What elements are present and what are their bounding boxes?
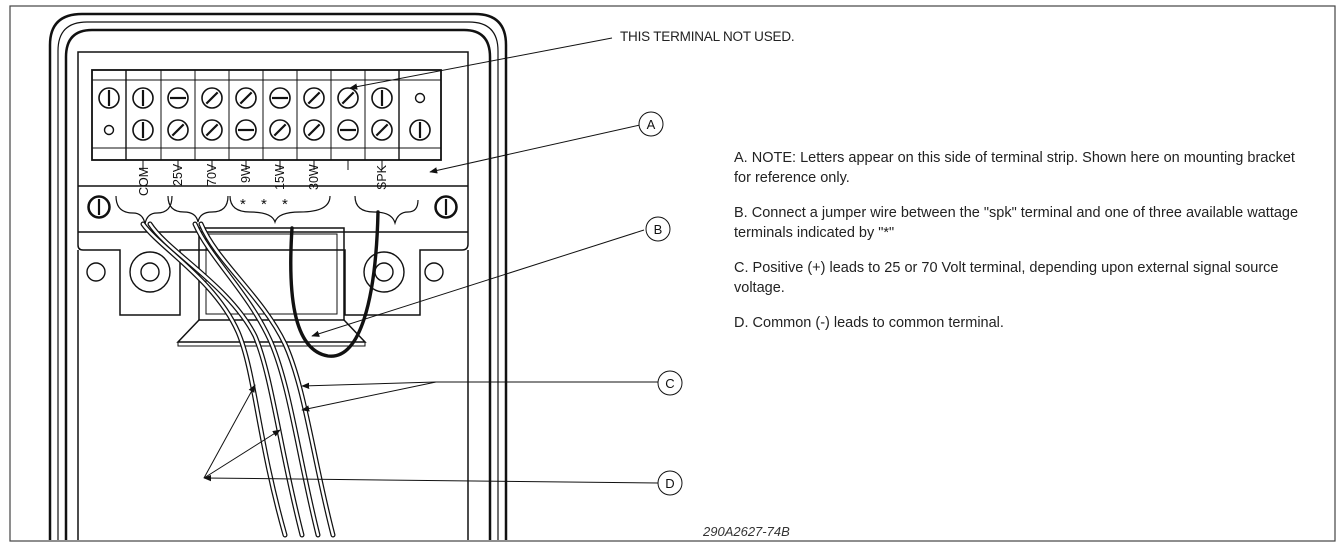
figure-border [9,5,1336,542]
pin-end-right [414,92,426,104]
callout-bubbles: A B C D [638,111,683,496]
terminal-tick-marks [136,159,389,170]
screw-bottom-2-slot [205,123,219,137]
pin-end-left [103,124,115,136]
screw-bottom-4-slot [273,123,287,137]
screw-bottom-1-slot [171,123,185,137]
note-d: D. Common (-) leads to common terminal. [734,315,1004,331]
jumper-wire [289,210,380,358]
wire-bundle [140,210,380,538]
screw-top-3-slot [239,91,253,105]
screw-bottom-7-slot [375,123,389,137]
note-b: B. Connect a jumper wire between the "sp… [734,205,1299,241]
terminal-labels: COM 25V 70V 9W 15W 30W SPK [137,163,389,196]
terminal-label-70v: 70V [205,163,219,186]
wattage-marker-30w: * [282,196,288,213]
terminal-label-spk: SPK [375,164,389,190]
screw-top-2-slot [205,91,219,105]
terminal-label-com: COM [137,167,151,196]
wattage-markers: * * * [240,196,288,213]
notes-list: A. NOTE: Letters appear on this side of … [734,148,1314,348]
callout-leaders [203,37,659,484]
callout-unused-terminal: THIS TERMINAL NOT USED. [620,29,795,44]
terminal-label-15w: 15W [273,164,287,190]
terminal-strip [91,69,442,161]
screw-bottom-5-slot [307,123,321,137]
callout-a: A [647,117,656,132]
callout-b: B [654,222,663,237]
screw-top-5-slot [307,91,321,105]
note-c: C. Positive (+) leads to 25 or 70 Volt t… [734,260,1279,296]
terminal-screws [88,87,457,218]
terminal-label-30w: 30W [307,164,321,190]
terminal-label-25v: 25V [171,163,185,186]
wattage-marker-15w: * [261,196,267,213]
mounting-holes [86,251,444,293]
terminal-label-9w: 9W [239,164,253,183]
terminal-braces [115,195,419,226]
callout-c: C [665,376,674,391]
callout-d: D [665,476,674,491]
screw-top-6-slot [341,91,355,105]
note-a: A. NOTE: Letters appear on this side of … [734,150,1295,186]
enclosure-box [48,12,508,540]
drawing-number: 290A2627-74B [703,524,790,539]
wattage-marker-9w: * [240,196,246,213]
